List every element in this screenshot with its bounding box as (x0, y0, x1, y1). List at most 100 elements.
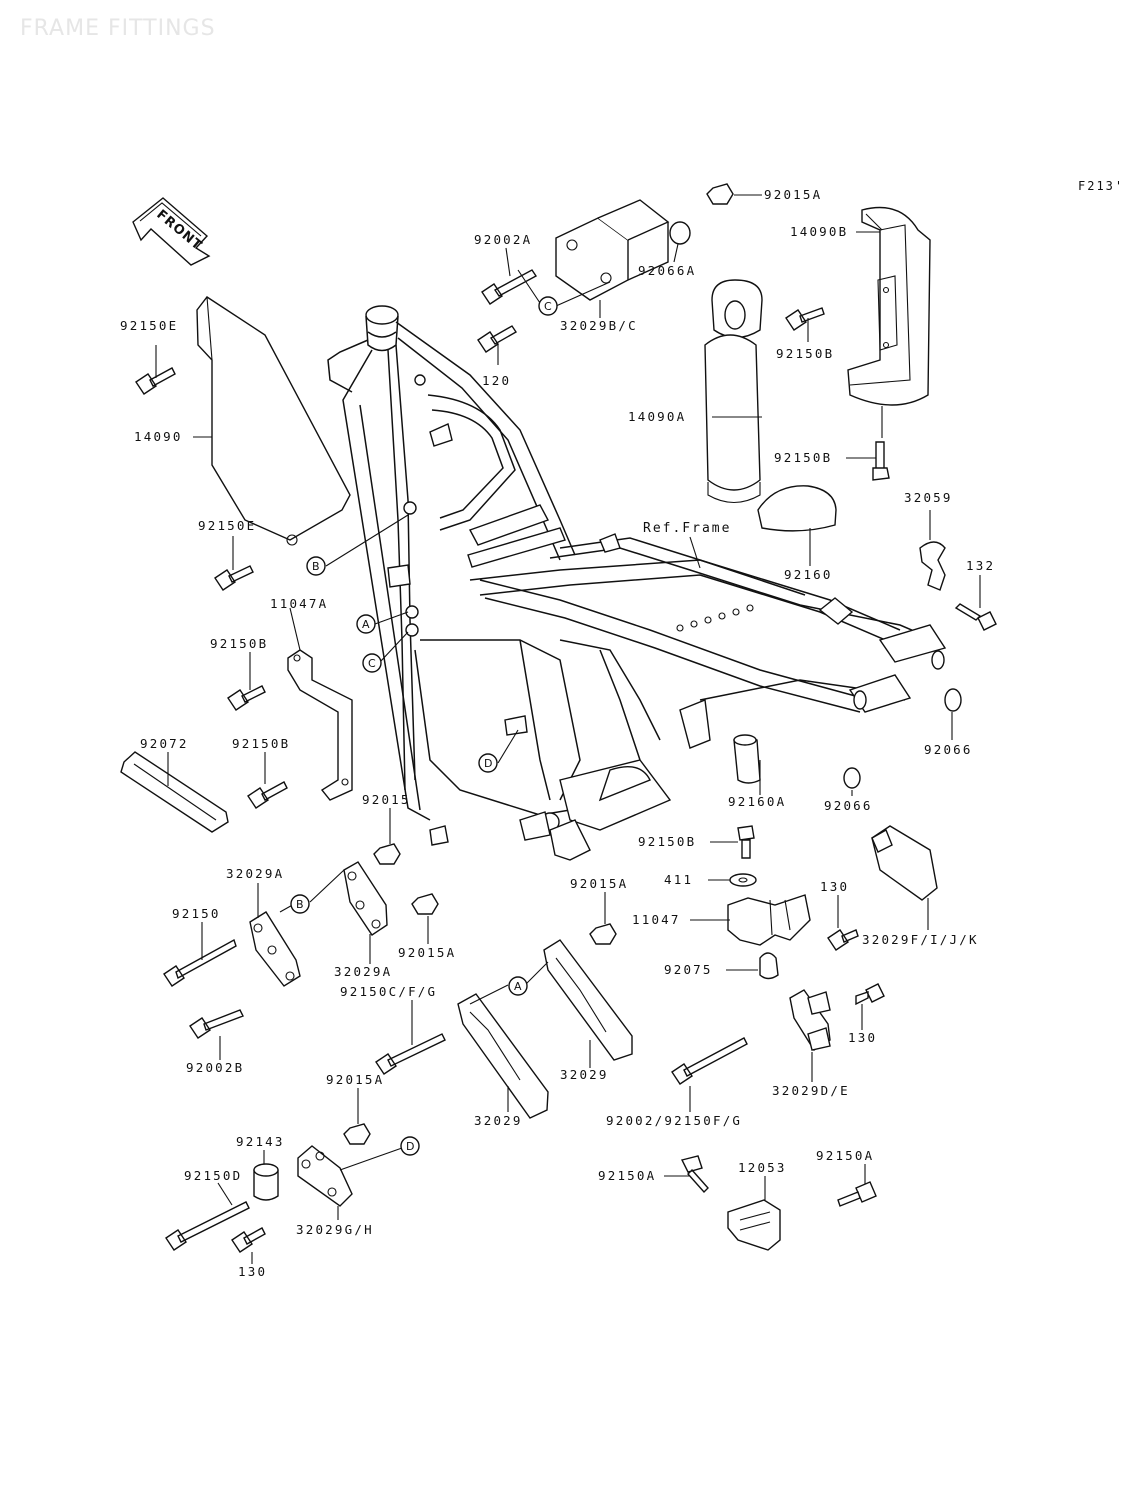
nut-92015a-left (411, 893, 439, 915)
bolt-120 (477, 325, 517, 353)
label-11047a: 11047A (270, 596, 328, 611)
label-120: 120 (482, 373, 511, 388)
nut-top (706, 183, 734, 205)
svg-text:A: A (514, 980, 522, 993)
clip-32059 (919, 541, 946, 591)
ref-frame-label: Ref.Frame (643, 521, 731, 536)
bolt-92150d (165, 1201, 250, 1251)
callout-d-lower: D (400, 1136, 420, 1156)
label-92150e-top: 92150E (120, 318, 178, 333)
bolt-92002-right (671, 1037, 748, 1085)
svg-text:B: B (296, 898, 304, 911)
callout-c-frame: C (362, 653, 382, 673)
front-arrow-icon: FRONT (132, 197, 211, 266)
bolt-92150 (163, 938, 237, 987)
label-92150d: 92150D (184, 1168, 242, 1183)
label-92160: 92160 (784, 567, 833, 582)
label-132: 132 (966, 558, 995, 573)
label-14090a: 14090A (628, 409, 686, 424)
label-92072: 92072 (140, 736, 189, 751)
callout-a-frame: A (356, 614, 376, 634)
svg-text:A: A (362, 618, 370, 631)
pad-92160 (757, 485, 837, 532)
shock-absorber (704, 279, 763, 504)
label-92002b: 92002B (186, 1060, 244, 1075)
plate-32029a-rear (343, 861, 388, 936)
label-92150b-bracket: 92150B (210, 636, 268, 651)
label-92143: 92143 (236, 1134, 285, 1149)
label-92150: 92150 (172, 906, 221, 921)
plug-92066-lower (843, 767, 861, 789)
washer-92066a (669, 221, 691, 245)
bolt-92002b (189, 1009, 244, 1039)
diagram-title: FRAME FITTINGS (20, 16, 216, 41)
plate-32029a-front (249, 911, 301, 987)
bolt-92150b-lower (872, 441, 890, 481)
label-92015: 92015 (362, 792, 411, 807)
label-92015a-lower: 92015A (326, 1072, 384, 1087)
label-14090: 14090 (134, 429, 183, 444)
label-130-right: 130 (820, 879, 849, 894)
washer-411 (729, 873, 757, 887)
nut-92015a-center (589, 923, 617, 945)
label-14090b: 14090B (790, 224, 848, 239)
bracket-11047a (287, 649, 353, 801)
label-92150b-cover: 92150B (776, 346, 834, 361)
label-32029-front: 32029 (474, 1113, 523, 1128)
bolt-92002a (481, 269, 538, 305)
figure-code: F213' (1078, 179, 1125, 193)
label-92160a: 92160A (728, 794, 786, 809)
label-92015a-top: 92015A (764, 187, 822, 202)
label-130-bottom: 130 (238, 1264, 267, 1279)
label-92150b-strap: 92150B (232, 736, 290, 751)
bolt-92150b-center (737, 825, 755, 859)
svg-text:C: C (368, 657, 376, 670)
shock-cover (847, 206, 931, 406)
label-92150a-left: 92150A (598, 1168, 656, 1183)
label-32029g-h: 32029G/H (296, 1222, 374, 1237)
callouts: C B A C D B A D (290, 296, 558, 1156)
label-11047: 11047 (632, 912, 681, 927)
callout-d-frame: D (478, 753, 498, 773)
callout-c-top: C (538, 296, 558, 316)
label-32029a-rear: 32029A (334, 964, 392, 979)
label-92150e-bottom: 92150E (198, 518, 256, 533)
svg-text:D: D (406, 1140, 414, 1153)
label-92015a-center: 92015A (570, 876, 628, 891)
label-32059: 32059 (904, 490, 953, 505)
svg-text:C: C (544, 300, 552, 313)
label-32029d-e: 32029D/E (772, 1083, 850, 1098)
label-92150b-lower: 92150B (774, 450, 832, 465)
callout-b-frame: B (306, 556, 326, 576)
label-92002-92150f: 92002/92150F/G (606, 1113, 742, 1128)
nut-92015a-lower (343, 1123, 371, 1145)
bolt-92150e-bottom (214, 565, 254, 591)
damper-92075 (759, 952, 779, 980)
label-130-lower-right: 130 (848, 1030, 877, 1045)
plate-32029-rear (543, 939, 633, 1061)
label-92150b-center: 92150B (638, 834, 696, 849)
part-labels: 92015A 92002A 92066A 32029B/C 120 14090B… (120, 187, 995, 1279)
label-92075: 92075 (664, 962, 713, 977)
label-12053: 12053 (738, 1160, 787, 1175)
bolt-132 (954, 603, 997, 631)
bolt-92150e-top (135, 367, 176, 395)
label-92066-upper: 92066 (924, 742, 973, 757)
nut-92015 (373, 843, 401, 865)
bolt-130-lower-right (855, 983, 885, 1006)
bolt-92150a-left (680, 1155, 709, 1194)
label-92066-lower: 92066 (824, 798, 873, 813)
plug-92066-upper (944, 688, 962, 712)
bolt-92150a-right (837, 1181, 877, 1207)
bolt-130-right (827, 929, 859, 951)
label-32029-rear: 32029 (560, 1067, 609, 1082)
label-32029b-c: 32029B/C (560, 318, 638, 333)
label-32029f: 32029F/I/J/K (862, 932, 979, 947)
bolt-92150c (375, 1033, 446, 1075)
label-92002a: 92002A (474, 232, 532, 247)
guard-12053 (727, 1199, 781, 1251)
label-92150a-right: 92150A (816, 1148, 874, 1163)
callout-b-lower: B (290, 894, 310, 914)
label-32029a-front: 32029A (226, 866, 284, 881)
